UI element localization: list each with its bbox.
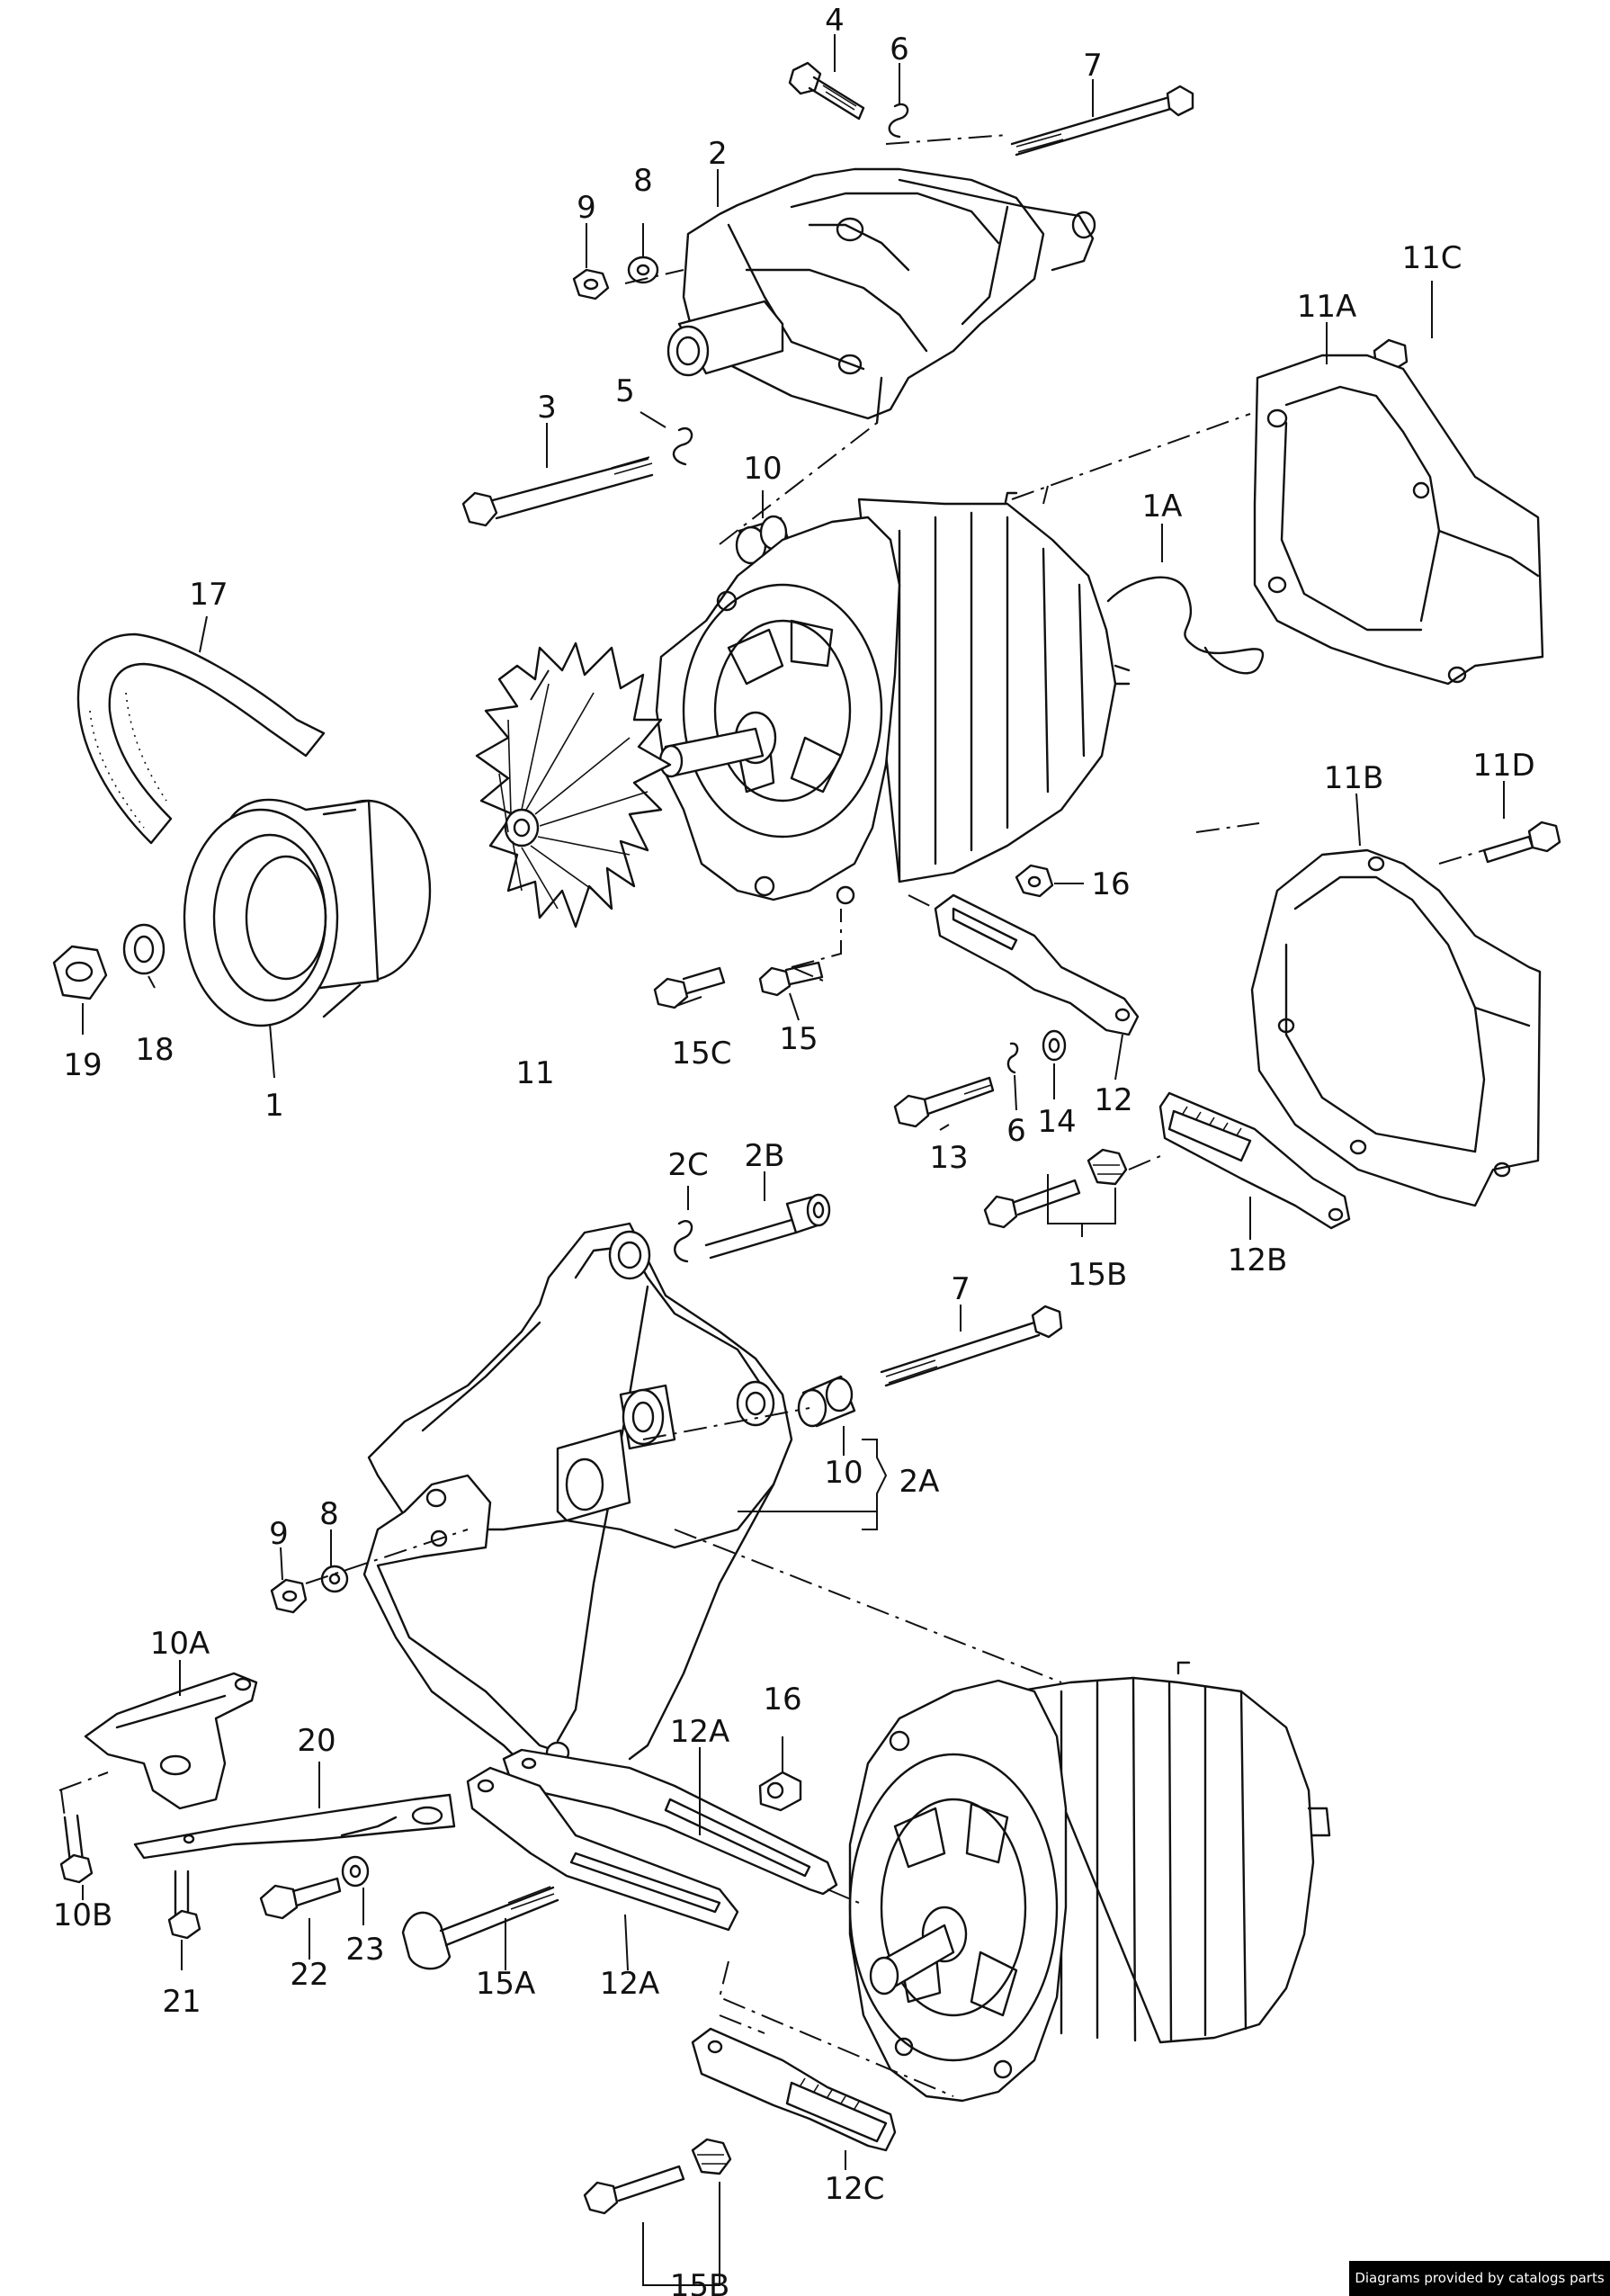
callout-10b: 10B <box>53 1897 113 1933</box>
callout-15b: 15B <box>1068 1257 1128 1293</box>
spacer-bushing-part-10-lower <box>797 1375 856 1428</box>
callout-9: 9 <box>577 190 596 226</box>
callout-12a: 12A <box>600 1966 660 2002</box>
callout-23: 23 <box>345 1932 384 1968</box>
spring-clip-part-6-upper <box>888 103 909 139</box>
alternator-upper <box>655 491 1131 905</box>
screw-and-nut-part-15b-lower <box>583 2138 732 2215</box>
washer-part-8-upper <box>627 256 659 284</box>
callout-1: 1 <box>264 1088 284 1124</box>
spring-washer-part-18 <box>122 923 165 975</box>
adjusting-strap-part-12 <box>934 893 1140 1036</box>
socket-bolt-part-2b <box>704 1193 831 1260</box>
nut-part-9-lower <box>270 1578 308 1614</box>
pulley-part-1 <box>183 798 432 1027</box>
callout-10a: 10A <box>150 1626 210 1662</box>
callout-15: 15 <box>779 1021 818 1057</box>
callout-6: 6 <box>1006 1113 1026 1149</box>
nut-part-9-upper <box>572 268 610 300</box>
long-bolt-part-3 <box>461 456 654 527</box>
support-plate-part-20 <box>133 1793 456 1860</box>
bracket-part-10a <box>84 1672 258 1810</box>
callout-11d: 11D <box>1472 748 1534 784</box>
assembly-center-lines <box>58 134 1485 2097</box>
callout-8: 8 <box>633 163 653 199</box>
adjusting-strap-part-12c <box>691 2027 897 2152</box>
callout-12: 12 <box>1094 1082 1132 1118</box>
washer-part-14 <box>1042 1029 1067 1062</box>
mounting-bracket-part-2a <box>362 1222 793 1792</box>
callout-22: 22 <box>290 1957 328 1993</box>
callout-11c: 11C <box>1401 240 1462 276</box>
mounting-bracket-part-2 <box>666 167 1096 425</box>
callout-3: 3 <box>537 390 557 426</box>
callout-10: 10 <box>743 451 782 487</box>
long-bolt-part-7-lower <box>880 1305 1063 1387</box>
callout-2b: 2B <box>745 1138 785 1174</box>
bolt-part-15c <box>653 966 726 1009</box>
callout-10: 10 <box>824 1455 863 1491</box>
screw-and-nut-part-15b-upper <box>983 1148 1128 1229</box>
part-callout-labels: 4 6 7 2 9 8 11C 11A 3 5 10 1A 17 11 1 18… <box>53 3 1535 2296</box>
callout-16: 16 <box>1091 866 1130 902</box>
callout-11b: 11B <box>1324 760 1384 796</box>
callout-2a: 2A <box>899 1464 940 1500</box>
callout-11a: 11A <box>1297 289 1357 325</box>
callout-4: 4 <box>825 3 845 39</box>
nut-part-16-lower <box>758 1771 802 1812</box>
callout-9: 9 <box>269 1516 289 1552</box>
callout-19: 19 <box>63 1047 102 1083</box>
leader-lines <box>82 34 1505 2286</box>
spring-clip-part-6-lower <box>1006 1042 1019 1074</box>
bolt-part-11d <box>1482 821 1561 864</box>
v-belt-part-17 <box>76 632 326 845</box>
callout-12b: 12B <box>1228 1242 1288 1278</box>
long-bolt-part-7-upper <box>1010 85 1194 157</box>
callout-7: 7 <box>951 1271 970 1307</box>
adjusting-strap-part-12a-lower <box>466 1766 739 1932</box>
callout-5: 5 <box>615 373 635 409</box>
credit-banner: Diagrams provided by catalogs parts <box>1349 2261 1610 2296</box>
nut-part-16-upper <box>1015 864 1054 898</box>
callout-15c: 15C <box>671 1036 731 1072</box>
spring-clip-part-5 <box>672 427 693 466</box>
callout-12a: 12A <box>670 1714 730 1750</box>
adjusting-strap-part-12b <box>1158 1091 1351 1230</box>
callout-14: 14 <box>1037 1104 1076 1140</box>
cover-plate-part-11b <box>1250 848 1542 1207</box>
bolt-part-15a <box>401 1886 559 1970</box>
bolt-part-15 <box>758 961 824 997</box>
bolt-part-4 <box>788 61 865 121</box>
nut-part-19 <box>52 945 108 1000</box>
callout-15b: 15B <box>670 2268 730 2296</box>
cover-plate-part-11a <box>1253 354 1544 686</box>
fan-impeller-part-11 <box>475 641 672 928</box>
callout-11: 11 <box>515 1055 554 1091</box>
callout-15a: 15A <box>476 1966 536 2002</box>
callout-17: 17 <box>189 577 228 613</box>
bolt-part-13 <box>893 1076 995 1128</box>
callout-13: 13 <box>929 1140 968 1176</box>
callout-16: 16 <box>763 1682 801 1718</box>
callout-21: 21 <box>162 1984 201 2020</box>
callout-18: 18 <box>135 1032 174 1068</box>
bolt-part-22 <box>259 1877 342 1920</box>
callout-12c: 12C <box>824 2171 884 2207</box>
bolt-part-10b <box>59 1814 94 1884</box>
credit-text: Diagrams provided by catalogs parts <box>1355 2270 1605 2286</box>
alternator-lower <box>848 1661 1331 2103</box>
wire-part-1a <box>1106 576 1265 675</box>
callout-2: 2 <box>708 136 728 172</box>
callout-2c: 2C <box>667 1147 708 1183</box>
callout-6: 6 <box>890 31 909 67</box>
callout-1a: 1A <box>1142 489 1183 525</box>
callout-20: 20 <box>297 1723 335 1759</box>
washer-part-8-lower <box>320 1565 349 1593</box>
callout-7: 7 <box>1083 48 1103 84</box>
bolt-part-21 <box>167 1870 201 1940</box>
callout-8: 8 <box>319 1496 339 1532</box>
spring-clip-part-2c <box>674 1220 693 1263</box>
washer-part-23 <box>341 1855 370 1888</box>
